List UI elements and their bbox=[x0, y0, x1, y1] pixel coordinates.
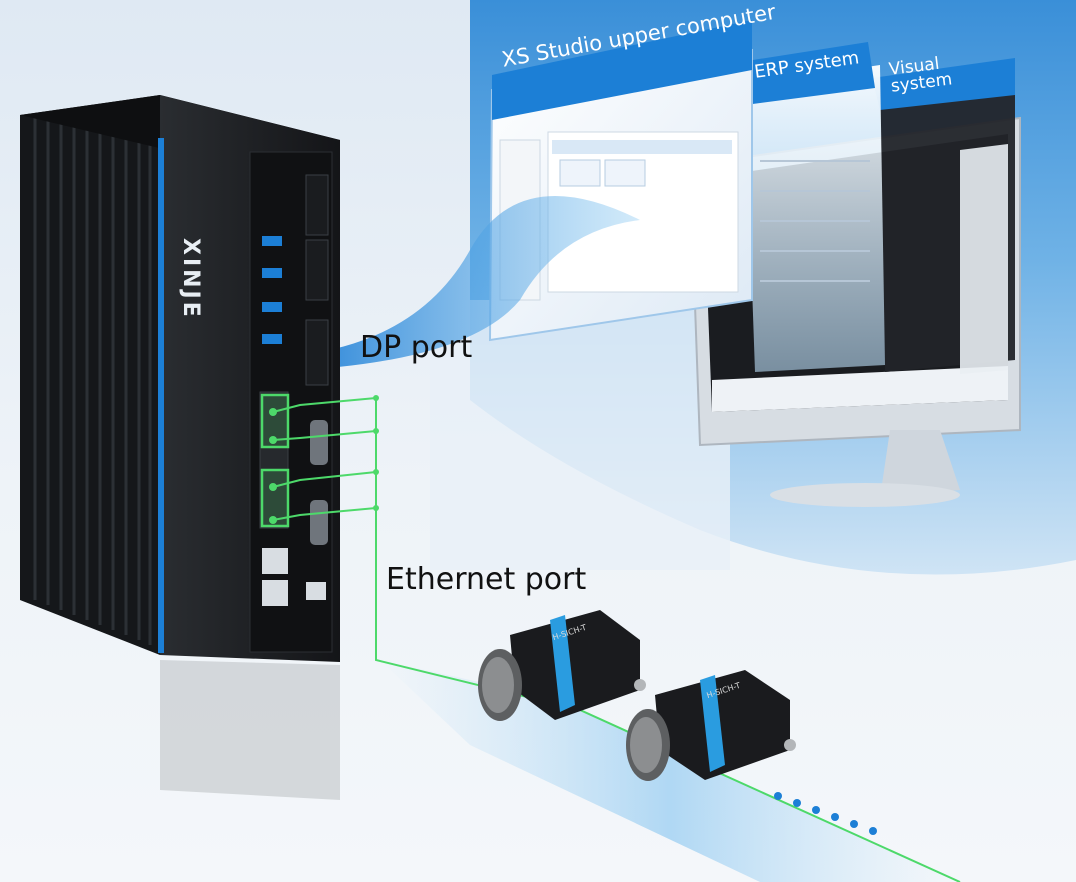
device-logo: XINJE bbox=[178, 238, 203, 320]
visual-system-banner: Visual system bbox=[888, 54, 954, 97]
camera-1 bbox=[478, 610, 646, 721]
dp-port-label: DP port bbox=[360, 330, 473, 365]
ethernet-highlights bbox=[260, 393, 290, 528]
camera-2 bbox=[626, 670, 796, 781]
floor-light-beam bbox=[380, 660, 960, 882]
more-cameras-dots bbox=[774, 792, 877, 835]
wall-panel bbox=[430, 300, 730, 570]
data-swoosh bbox=[300, 196, 640, 370]
ethernet-port-label: Ethernet port bbox=[386, 562, 587, 597]
xs-studio-window bbox=[488, 20, 753, 342]
erp-system-window bbox=[740, 42, 885, 372]
device-reflection bbox=[160, 660, 340, 800]
visual-system-window bbox=[872, 58, 1015, 374]
ipc-device bbox=[20, 95, 340, 662]
